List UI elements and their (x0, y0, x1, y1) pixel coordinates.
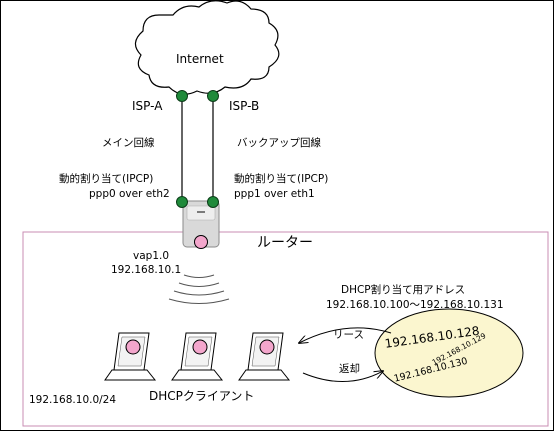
return-label: 返却 (339, 363, 360, 375)
isp-a-assign-label: 動的割り当て(IPCP) (59, 173, 154, 185)
isp-b-label: ISP-B (229, 99, 260, 113)
client-laptop-3 (238, 332, 291, 381)
clients-label: DHCPクライアント (149, 389, 255, 403)
return-arrow (302, 371, 383, 382)
lan-boundary (22, 231, 549, 427)
client-laptop-2 (171, 332, 224, 381)
isp-b-line-label: バックアップ回線 (237, 137, 321, 149)
cloud-icon (134, 1, 280, 95)
router-label: ルーター (257, 235, 313, 251)
router-ip-label: 192.168.10.1 (111, 264, 182, 276)
lease-label: リース (333, 329, 364, 341)
dhcp-pool-range: 192.168.10.100～192.168.10.131 (326, 299, 504, 311)
dhcp-pool-ellipse (374, 308, 524, 398)
isp-b-iface-label: ppp1 over eth1 (234, 188, 315, 200)
router-lan-port (194, 235, 208, 249)
router-led (197, 211, 205, 213)
lease-arrow (299, 327, 392, 343)
router-iface-label: vap1.0 (133, 250, 170, 262)
dhcp-pool-title: DHCP割り当て用アドレス (341, 284, 466, 296)
internet-label: Internet (176, 52, 224, 66)
isp-a-router-port (176, 196, 188, 208)
isp-a-label: ISP-A (132, 99, 163, 113)
isp-b-router-port (207, 196, 219, 208)
isp-a-iface-label: ppp0 over eth2 (89, 188, 170, 200)
isp-a-line-label: メイン回線 (102, 137, 155, 149)
client-laptop-1 (104, 332, 157, 381)
client-network-label: 192.168.10.0/24 (29, 394, 117, 406)
isp-b-assign-label: 動的割り当て(IPCP) (234, 173, 329, 185)
wireless-signal-icon (168, 274, 230, 304)
isp-a-upper-port (176, 90, 188, 102)
isp-b-upper-port (207, 90, 219, 102)
